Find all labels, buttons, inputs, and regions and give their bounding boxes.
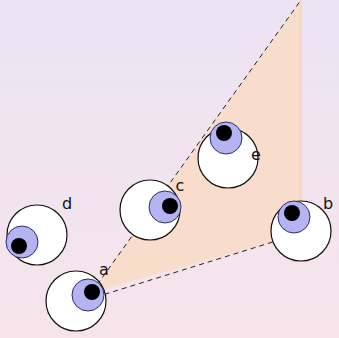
eye-label: b	[323, 196, 333, 212]
sight-line	[92, 0, 301, 292]
eye	[46, 271, 106, 331]
eye-label: e	[251, 147, 261, 163]
cone-edge	[301, 0, 302, 212]
eye	[6, 205, 67, 265]
eye	[198, 122, 258, 188]
eye-label: d	[62, 196, 72, 212]
eye-label: a	[99, 262, 109, 278]
eye	[120, 180, 181, 240]
sight-line	[96, 241, 276, 297]
eye-label: c	[176, 178, 185, 194]
eye	[271, 201, 331, 261]
view-cone	[92, 0, 301, 292]
